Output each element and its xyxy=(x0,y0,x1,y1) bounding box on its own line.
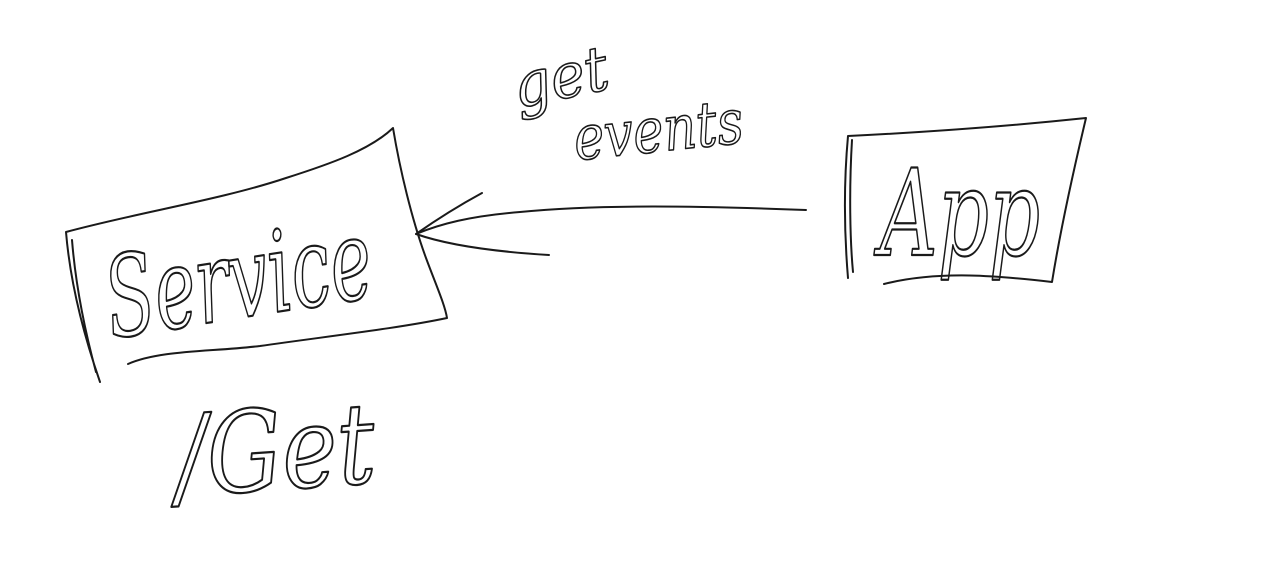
service-box xyxy=(65,127,448,383)
service-annotation: /Get xyxy=(162,378,381,524)
arrow-head xyxy=(415,192,550,256)
app-label: App xyxy=(873,145,1040,284)
arrow-shaft xyxy=(415,205,807,235)
app-node: App xyxy=(844,117,1087,285)
arrow-app-to-service xyxy=(415,192,807,256)
edge-label-get-events: get events xyxy=(505,30,747,175)
annotation-get: /Get xyxy=(163,379,380,523)
app-box xyxy=(844,117,1087,285)
service-node: Service xyxy=(65,127,448,383)
service-label: Service xyxy=(96,194,381,364)
